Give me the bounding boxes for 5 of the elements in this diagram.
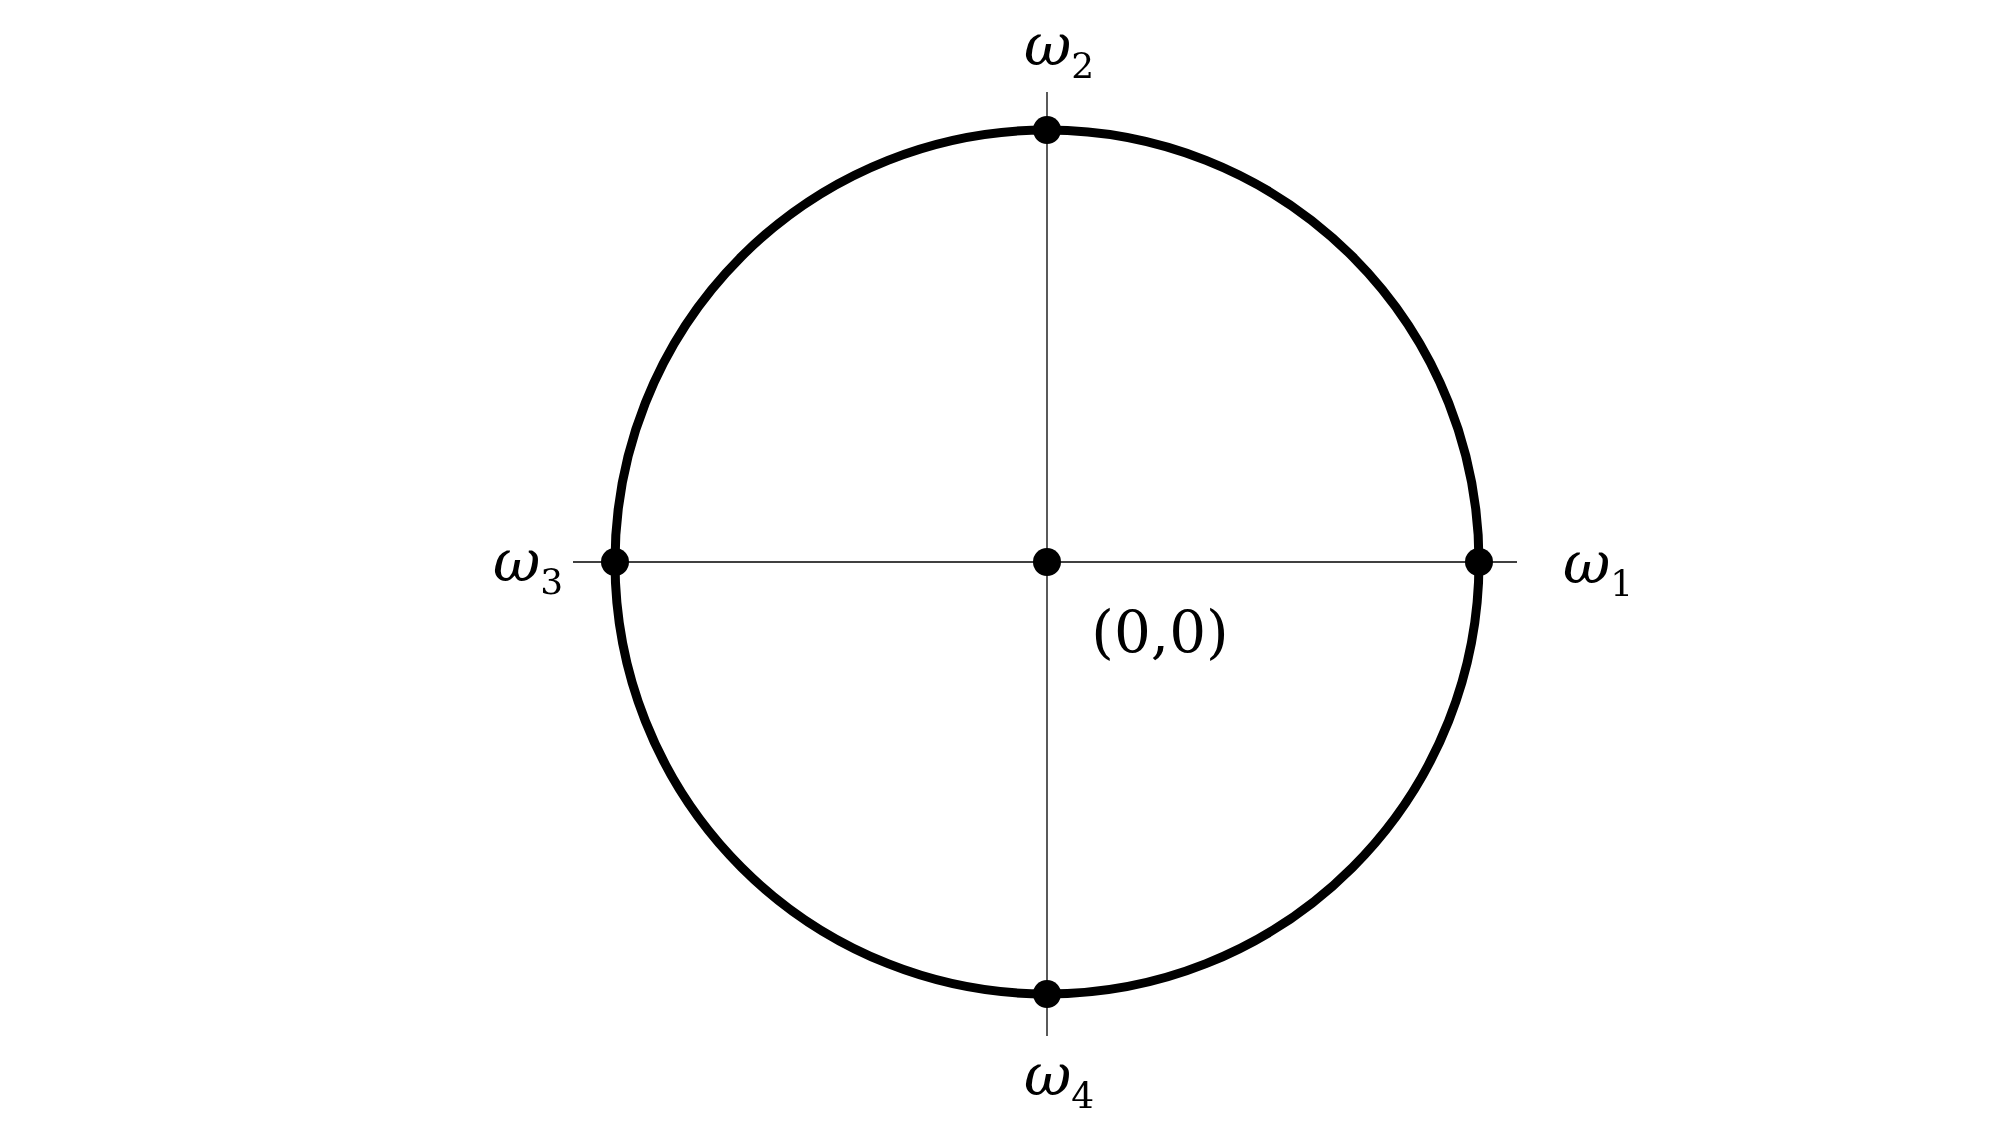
point-label: ω$_{4}$ [1023, 1046, 1095, 1114]
point-label: ω$_{3}$ [492, 532, 564, 600]
point-label: (0,0) [1091, 603, 1229, 661]
point-label: ω$_{1}$ [1562, 534, 1634, 602]
point-label: ω$_{2}$ [1023, 16, 1095, 84]
